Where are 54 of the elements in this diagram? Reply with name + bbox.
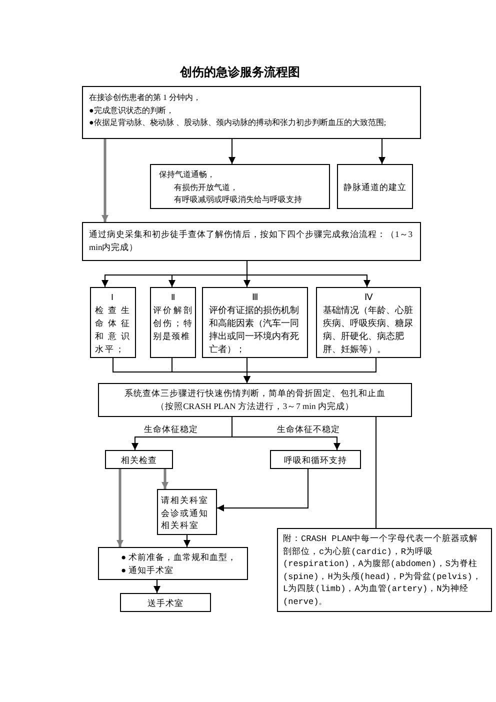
arrow	[232, 416, 340, 450]
step-text: ● 通知手术室	[121, 564, 174, 576]
arrow	[102, 139, 108, 222]
roman-numeral: Ⅱ	[170, 291, 176, 304]
arrow	[216, 468, 308, 512]
step-text: 有损伤开放气道，	[173, 182, 239, 194]
process-box	[120, 593, 211, 612]
process-box	[270, 450, 361, 469]
process-box	[150, 164, 330, 209]
edge-label: 生命体征不稳定	[276, 424, 341, 435]
step-text: （按照CRASH PLAN 方法进行，3～7 min 内完成）	[155, 400, 355, 413]
arrow	[228, 138, 236, 164]
step-text: 评价有证据的损伤机制和高能因素（汽车一同摔出或同一环境内有死亡者）；	[209, 304, 300, 356]
step-text: 通过病史采集和初步徒手查体了解伤情后，按如下四个步骤完成救治流程：（1～3 min内完成）	[89, 228, 414, 254]
step-text: 检查生命体征和意识水平；	[95, 304, 131, 356]
step-text: 静脉通道的建立	[344, 180, 406, 192]
step-text: 送手术室	[148, 596, 184, 608]
step-text: ●完成意识状态的判断，	[89, 104, 175, 116]
process-box	[98, 547, 248, 580]
process-box	[105, 450, 173, 469]
process-box	[316, 287, 421, 358]
note-box	[277, 528, 492, 612]
process-box	[337, 164, 413, 209]
process-box	[90, 287, 136, 358]
process-box	[98, 383, 412, 417]
process-box	[82, 86, 421, 139]
step-text: ● 术前准备，血常规和血型，	[121, 551, 238, 564]
arrow	[246, 260, 370, 288]
step-text: ●依据足背动脉、桡动脉 、股动脉、颈内动脉的搏动和张力初步判断血压的大致范围;	[89, 117, 388, 129]
edge-label: 生命体征稳定	[143, 424, 199, 435]
arrow	[378, 138, 386, 164]
step-text: 评价解剖创伤；特别是颈椎	[153, 304, 193, 343]
process-box	[157, 489, 217, 535]
arrow	[184, 534, 190, 548]
arrow	[154, 580, 160, 594]
arrow	[244, 358, 376, 384]
diagram-title: 创伤的急诊服务流程图	[180, 64, 300, 80]
arrow	[116, 469, 124, 547]
process-box	[82, 222, 421, 261]
arrow	[162, 469, 168, 489]
roman-numeral: Ⅰ	[110, 291, 116, 304]
step-text: 在接诊创伤患者的第 1 分钟内，	[89, 92, 202, 104]
step-text: 请相关科室会诊或通知相关科室	[161, 494, 210, 532]
step-text: 保持气道通畅，	[159, 169, 216, 181]
step-text: 相关检查	[121, 454, 157, 466]
step-text: 基础情况（年龄、心脏疾病、呼吸疾病、糖尿病、肝硬化、病态肥胖、妊娠等）。	[323, 304, 414, 356]
step-text: 有呼吸减弱或呼吸消失给与呼吸支持	[173, 194, 303, 206]
note-text: 附：CRASH PLAN中每一个字母代表一个脏器或解剖部位，c为心脏(cardic)，R为呼吸(respiration)，A为腹部(abdomen)，S为脊柱(spine)，H为头颅(head)，P为骨盆(pelvis)，L为四肢(limb)，A为血管(artery)，N为神经(nerve)。	[283, 533, 482, 608]
step-text: 系统查体三步骤进行快速伤情判断，简单的骨折固定、包扎和止血	[124, 387, 386, 400]
roman-numeral: Ⅲ	[251, 291, 259, 304]
process-box	[150, 287, 196, 358]
step-text: 呼吸和循环支持	[284, 454, 347, 466]
process-box	[202, 287, 308, 358]
roman-numeral: Ⅳ	[364, 291, 374, 304]
